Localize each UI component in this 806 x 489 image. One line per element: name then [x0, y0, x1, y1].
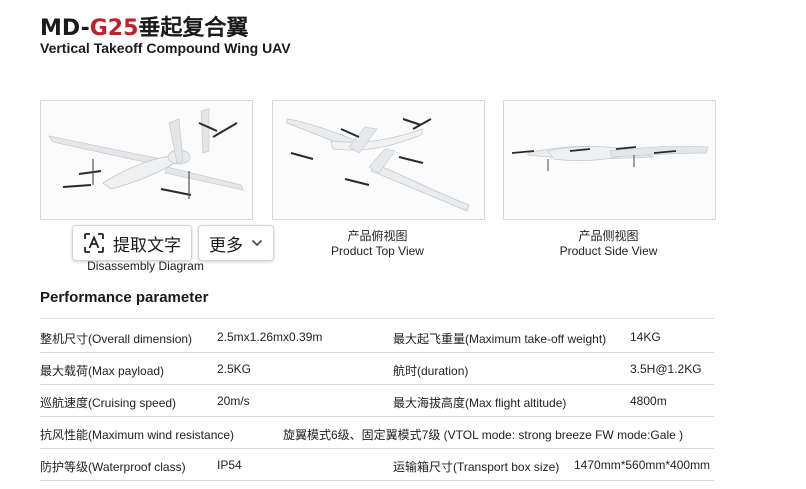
caption-cn: 产品侧视图	[578, 229, 639, 243]
divider	[40, 318, 714, 319]
product-title: MD-G25垂起复合翼	[40, 10, 248, 42]
ocr-toolbar: 提取文字 更多	[72, 225, 274, 261]
table-row: 整机尺寸(Overall dimension) 2.5mx1.26mx0.39m…	[40, 321, 714, 353]
table-row: 防护等级(Waterproof class) IP54 运输箱尺寸(Transp…	[40, 449, 714, 481]
param-value: 2.5mx1.26mx0.39m	[217, 330, 323, 344]
param-label: 巡航速度(Cruising speed)	[40, 396, 177, 410]
param-value: 3.5H@1.2KG	[630, 362, 702, 376]
product-subtitle: Vertical Takeoff Compound Wing UAV	[40, 40, 291, 56]
drone-top-view-illustration	[273, 101, 484, 219]
param-value: 旋翼模式6级、固定翼模式7级 (VTOL mode: strong breeze…	[283, 428, 684, 442]
caption-cn: 产品俯视图	[347, 229, 408, 243]
param-label: 航时(duration)	[393, 364, 469, 378]
param-label: 最大载荷(Max payload)	[40, 364, 165, 378]
performance-title: Performance parameter	[40, 289, 209, 306]
param-value: 14KG	[630, 330, 661, 344]
table-row: 最大载荷(Max payload) 2.5KG 航时(duration) 3.5…	[40, 353, 714, 385]
chevron-down-icon	[251, 239, 263, 247]
model-number: G25	[89, 16, 139, 41]
param-label: 防护等级(Waterproof class)	[40, 460, 186, 474]
param-value: IP54	[217, 458, 242, 472]
table-row: 巡航速度(Cruising speed) 20m/s 最大海拔高度(Max fl…	[40, 385, 714, 417]
caption-en: Product Top View	[331, 244, 424, 258]
drone-perspective-illustration	[41, 101, 252, 219]
product-top-view-image	[272, 100, 485, 220]
caption-en: Product Side View	[559, 244, 658, 258]
drone-side-view-illustration	[504, 101, 715, 219]
param-label: 抗风性能(Maximum wind resistance)	[40, 428, 235, 442]
param-label: 整机尺寸(Overall dimension)	[40, 332, 193, 346]
disassembly-diagram-image	[40, 100, 253, 220]
more-button[interactable]: 更多	[198, 225, 274, 261]
extract-text-button[interactable]: 提取文字	[72, 225, 192, 261]
extract-text-label: 提取文字	[113, 235, 181, 256]
param-label: 最大起飞重量(Maximum take-off weight)	[393, 332, 607, 346]
top-view-caption: 产品俯视图 Product Top View	[272, 229, 483, 259]
model-prefix: MD-	[40, 16, 90, 41]
table-row: 抗风性能(Maximum wind resistance) 旋翼模式6级、固定翼…	[40, 417, 714, 449]
product-side-view-image	[503, 100, 716, 220]
param-label: 最大海拔高度(Max flight altitude)	[393, 396, 567, 410]
side-view-caption: 产品侧视图 Product Side View	[503, 229, 714, 259]
model-name-cn: 垂起复合翼	[138, 16, 249, 41]
param-value: 20m/s	[217, 394, 250, 408]
text-scan-icon	[83, 232, 105, 254]
param-value: 1470mm*560mm*400mm	[574, 458, 711, 472]
param-value: 2.5KG	[217, 362, 252, 376]
param-label: 运输箱尺寸(Transport box size)	[393, 460, 560, 474]
caption-en: Disassembly Diagram	[87, 259, 204, 273]
more-label: 更多	[209, 235, 243, 256]
param-value: 4800m	[630, 394, 667, 408]
